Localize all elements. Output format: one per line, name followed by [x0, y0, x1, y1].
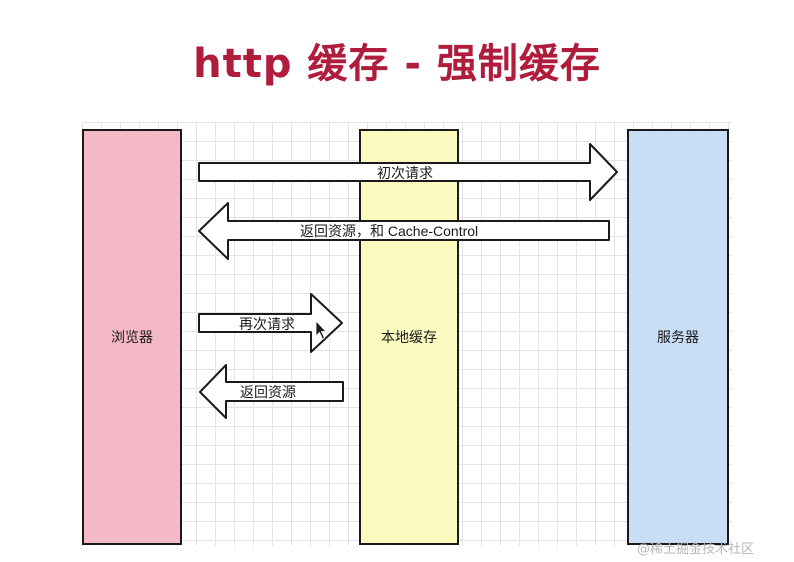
browser-lane: 浏览器: [82, 129, 182, 545]
server-label: 服务器: [657, 329, 699, 345]
arrow-second-request: [198, 293, 343, 353]
page-title: http 缓存 - 强制缓存: [193, 41, 601, 87]
mouse-cursor-icon: [315, 320, 327, 340]
label-second-request: 再次请求: [239, 316, 295, 332]
local-cache-label: 本地缓存: [381, 329, 437, 345]
label-return-with-cache-control: 返回资源，和 Cache-Control: [300, 223, 479, 239]
watermark: @稀土掘金技术社区: [637, 542, 755, 557]
arrow-return-resource: [199, 364, 344, 419]
server-lane: 服务器: [627, 129, 729, 545]
arrow-return-with-cache-control: [198, 202, 610, 260]
label-return-resource: 返回资源: [240, 384, 296, 400]
arrow-first-request: [198, 143, 618, 201]
label-first-request: 初次请求: [377, 165, 433, 181]
browser-label: 浏览器: [111, 329, 153, 345]
local-cache-lane: 本地缓存: [359, 129, 459, 545]
